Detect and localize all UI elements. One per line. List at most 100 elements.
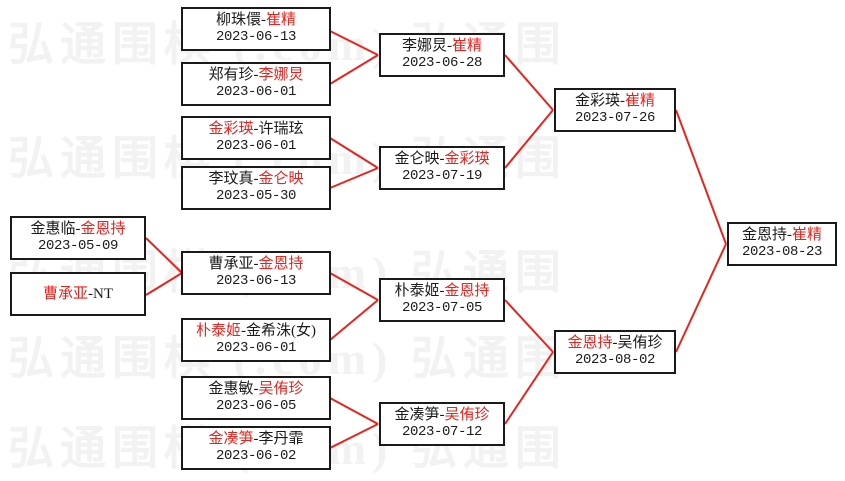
match-players: 李玟真-金仑映 [208, 171, 303, 188]
edge-r1m2-r2m1 [329, 54, 379, 85]
match-players: 金恩持-崔精 [742, 227, 822, 244]
match-players: 柳珠儇-崔精 [216, 12, 296, 29]
player-separator: - [75, 221, 81, 238]
match-players: 郑有珍-李娜炅 [208, 67, 303, 84]
edge-r1m8-r2m3 [329, 299, 379, 341]
player-separator: - [241, 323, 246, 340]
match-date: 2023-06-01 [215, 84, 296, 101]
match-players: 金恩持-吴侑珍 [567, 335, 662, 352]
edge-r2m4-r3m2 [504, 351, 554, 425]
match-box[interactable]: 金凑笋-李丹霏 2023-06-02 [181, 426, 331, 470]
player-separator: - [439, 283, 445, 300]
match-players: 金凑笋-李丹霏 [208, 431, 303, 448]
match-players: 金惠敏-吴侑珍 [208, 381, 303, 398]
player-separator: - [253, 171, 259, 188]
match-date: 2023-06-01 [215, 340, 296, 357]
match-box[interactable]: 金仑映-金彩瑛 2023-07-19 [379, 146, 505, 190]
player-separator: - [253, 381, 259, 398]
match-players: 朴泰姬-金希洙(女) [196, 323, 316, 340]
match-players: 金彩瑛-崔精 [575, 93, 655, 110]
edge-r1m5-r1m7 [145, 237, 183, 274]
player-left: 金恩持 [741, 227, 787, 244]
match-date: 2023-05-09 [37, 238, 118, 255]
player-right: 金恩持 [444, 283, 490, 300]
match-box[interactable]: 金惠敏-吴侑珍 2023-06-05 [181, 376, 331, 420]
match-box[interactable]: 朴泰姬-金希洙(女) 2023-06-01 [181, 318, 331, 362]
player-right: 崔精 [792, 227, 823, 244]
match-date: 2023-06-01 [215, 138, 296, 155]
match-players: 曹承亚-金恩持 [208, 256, 303, 273]
edge-r3m1-final [675, 109, 727, 245]
match-box[interactable]: 李玟真-金仑映 2023-05-30 [181, 166, 331, 210]
player-left: 朴泰姬 [394, 283, 440, 300]
edge-r1m7-r2m3 [329, 272, 379, 301]
match-box[interactable]: 金惠临-金恩持 2023-05-09 [10, 216, 146, 260]
match-box[interactable]: 朴泰姬-金恩持 2023-07-05 [379, 278, 505, 322]
match-box[interactable]: 金恩持-吴侑珍 2023-08-02 [554, 330, 676, 374]
player-left: 李娜炅 [401, 38, 447, 55]
match-box[interactable]: 柳珠儇-崔精 2023-06-13 [181, 7, 331, 51]
player-right: NT [93, 285, 113, 302]
player-right: 李丹霏 [258, 431, 304, 448]
match-date: 2023-07-26 [574, 110, 655, 127]
edge-r2m1-r3m1 [504, 54, 554, 111]
match-date: 2023-06-13 [215, 273, 296, 290]
player-left: 金恩持 [567, 335, 613, 352]
match-box[interactable]: 曹承亚-NT [10, 272, 146, 316]
match-box[interactable]: 李娜炅-崔精 2023-06-28 [379, 33, 505, 77]
edge-r1m6-r1m7 [145, 272, 183, 296]
edge-r1m1-r2m1 [329, 30, 379, 56]
match-players: 金仑映-金彩瑛 [394, 151, 489, 168]
player-right: 许瑞玹 [258, 121, 304, 138]
player-right: 李娜炅 [258, 67, 304, 84]
match-box[interactable]: 金彩瑛-崔精 2023-07-26 [554, 88, 676, 132]
player-separator: - [253, 256, 259, 273]
match-box[interactable]: 曹承亚-金恩持 2023-06-13 [181, 251, 331, 295]
player-left: 金彩瑛 [208, 121, 254, 138]
player-left: 柳珠儇 [215, 12, 261, 29]
match-box[interactable]: 金彩瑛-许瑞玹 2023-06-01 [181, 116, 331, 160]
player-left: 金凑笋 [394, 407, 440, 424]
match-date: 2023-07-19 [401, 168, 482, 185]
match-date: 2023-05-30 [215, 188, 296, 205]
player-separator: - [253, 67, 259, 84]
player-right: 金仑映 [258, 171, 304, 188]
player-right: 崔精 [452, 38, 483, 55]
player-separator: - [439, 407, 445, 424]
player-right: 崔精 [266, 12, 297, 29]
match-players: 金惠临-金恩持 [30, 221, 125, 238]
match-date: 2023-06-02 [215, 448, 296, 465]
match-players: 曹承亚-NT [43, 286, 113, 303]
match-date: 2023-08-23 [741, 244, 822, 261]
player-separator: - [787, 227, 792, 244]
player-left: 李玟真 [208, 171, 254, 188]
player-separator: - [253, 121, 259, 138]
player-left: 金仑映 [394, 151, 440, 168]
player-separator: - [88, 285, 93, 302]
match-date: 2023-06-28 [401, 55, 482, 72]
player-separator: - [447, 38, 452, 55]
player-right: 金彩瑛 [444, 151, 490, 168]
match-box[interactable]: 金凑笋-吴侑珍 2023-07-12 [379, 402, 505, 446]
match-players: 金凑笋-吴侑珍 [394, 407, 489, 424]
player-left: 曹承亚 [42, 285, 88, 302]
match-date: 2023-07-12 [401, 424, 482, 441]
edge-r2m2-r3m1 [504, 109, 554, 169]
match-players: 朴泰姬-金恩持 [394, 283, 489, 300]
edge-r3m2-final [675, 243, 727, 353]
match-date: 2023-06-05 [215, 398, 296, 415]
match-box-final[interactable]: 金恩持-崔精 2023-08-23 [727, 222, 837, 266]
match-players: 李娜炅-崔精 [402, 38, 482, 55]
match-date: 2023-07-05 [401, 300, 482, 317]
player-separator: - [439, 151, 445, 168]
player-left: 曹承亚 [208, 256, 254, 273]
edge-r1m10-r2m4 [329, 423, 379, 449]
match-date: 2023-08-02 [574, 352, 655, 369]
player-separator: - [261, 12, 266, 29]
match-box[interactable]: 郑有珍-李娜炅 2023-06-01 [181, 62, 331, 106]
player-right: 吴侑珍 [258, 381, 304, 398]
player-left: 郑有珍 [208, 67, 254, 84]
match-date: 2023-06-13 [215, 29, 296, 46]
edge-r1m9-r2m4 [329, 397, 379, 425]
